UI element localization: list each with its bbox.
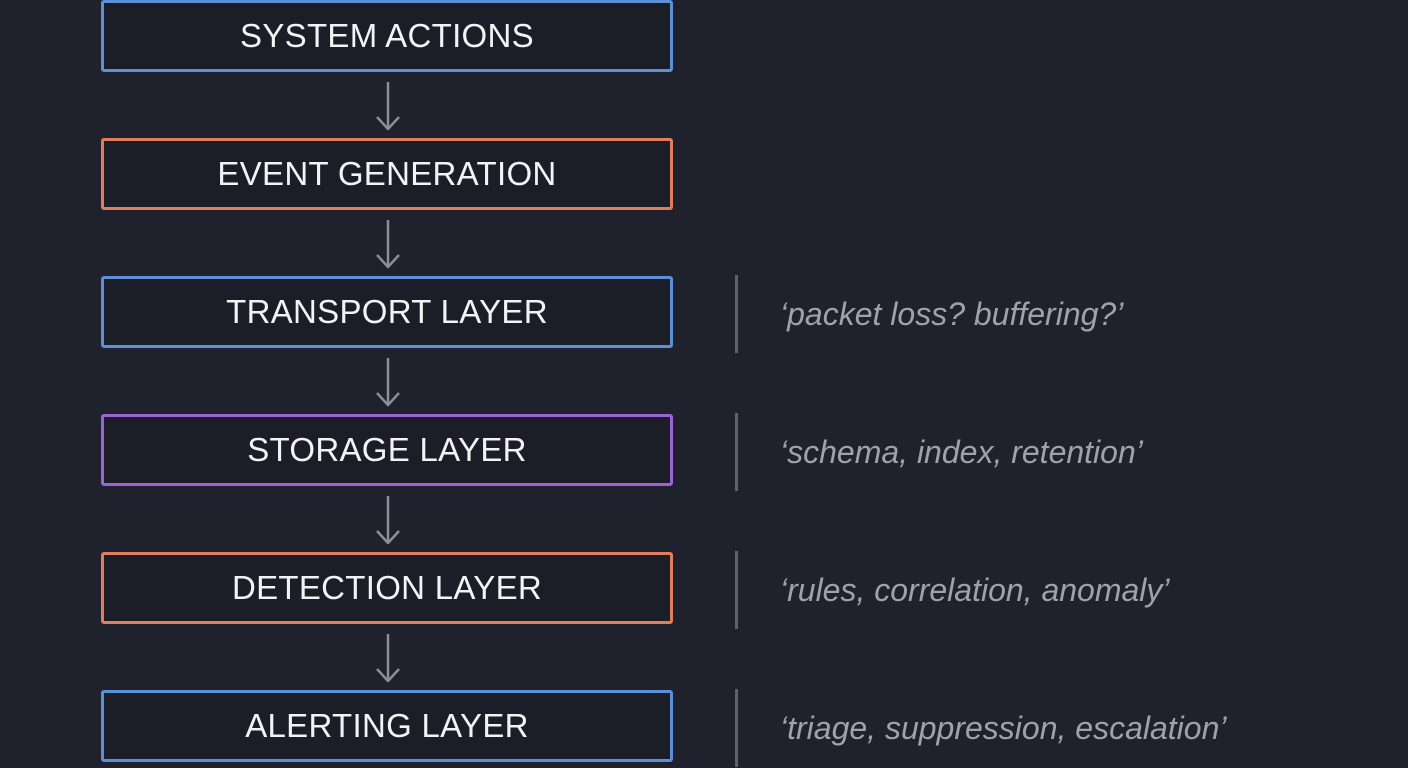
note-divider: [735, 551, 738, 629]
note-divider: [735, 413, 738, 491]
down-arrow-icon: [376, 358, 400, 407]
layer-label: STORAGE LAYER: [247, 431, 527, 468]
layer-box-system-actions: SYSTEM ACTIONS: [101, 0, 673, 72]
down-arrow-icon: [376, 496, 400, 545]
note-transport: ‘packet loss? buffering?’: [780, 296, 1124, 332]
layer-label: TRANSPORT LAYER: [226, 293, 548, 330]
layer-label: DETECTION LAYER: [231, 569, 543, 606]
down-arrow-icon: [376, 220, 400, 269]
note-detection: ‘rules, correlation, anomaly’: [780, 572, 1170, 608]
layer-box-storage: STORAGE LAYER: [101, 414, 673, 486]
note-storage: ‘schema, index, retention’: [780, 434, 1143, 470]
note-divider: [735, 689, 738, 767]
layer-box-event-generation: EVENT GENERATION: [101, 138, 673, 210]
layer-box-alerting: ALERTING LAYER: [101, 690, 673, 762]
layer-label: ALERTING LAYER: [245, 707, 529, 744]
note-divider: [735, 275, 738, 353]
layer-label: SYSTEM ACTIONS: [240, 17, 534, 54]
layer-box-transport: TRANSPORT LAYER: [101, 276, 673, 348]
down-arrow-icon: [376, 634, 400, 683]
down-arrow-icon: [376, 82, 400, 131]
layer-label: EVENT GENERATION: [217, 155, 557, 192]
note-alerting: ‘triage, suppression, escalation’: [780, 710, 1227, 746]
layer-box-detection: DETECTION LAYER: [101, 552, 673, 624]
